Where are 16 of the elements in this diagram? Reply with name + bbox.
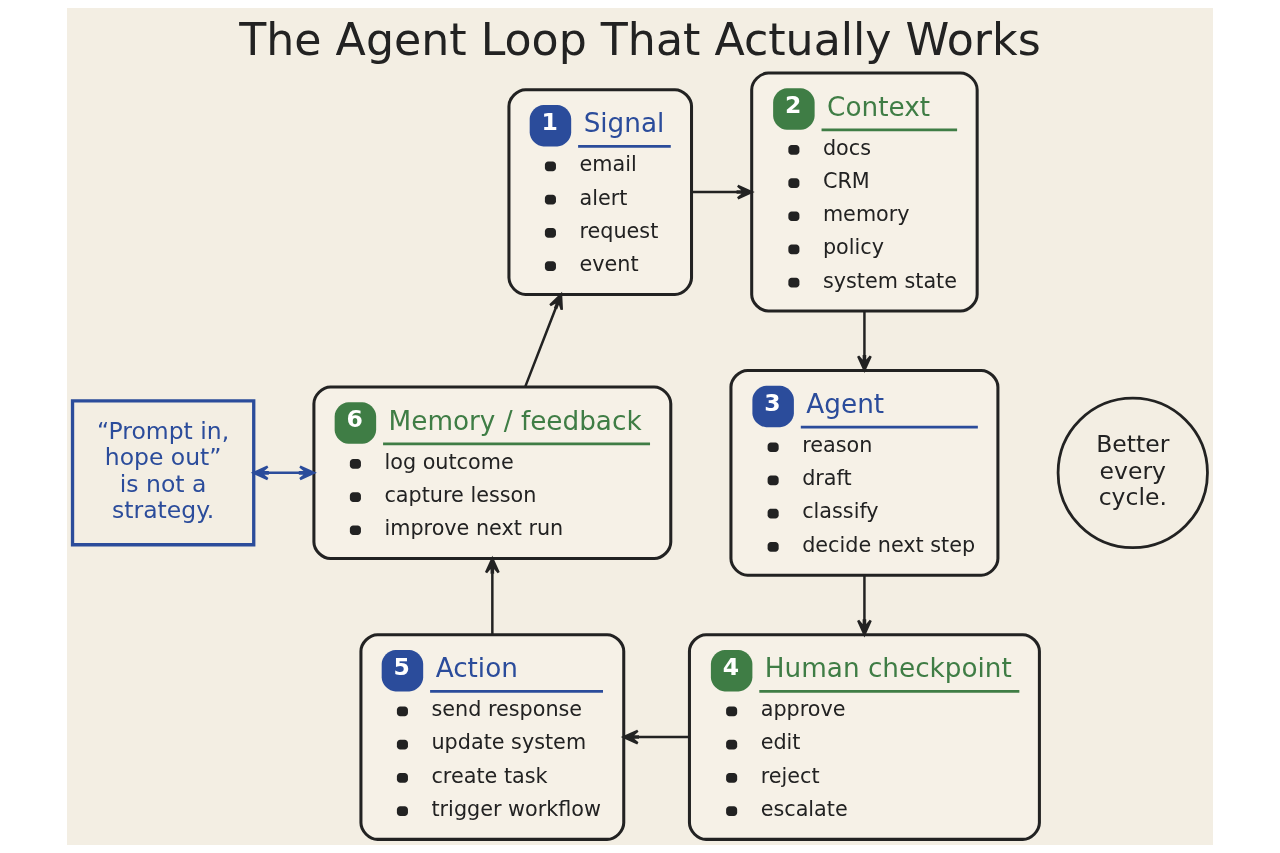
node-box: 1 Signal email alert request event <box>507 88 694 296</box>
node-circle: Better every cycle. <box>1056 396 1209 549</box>
arrow <box>691 184 753 200</box>
node-box: 5 Action send response update system create task trigger workflow <box>359 633 626 841</box>
node-box: 3 Agent reason draft classify decide next step <box>729 368 1000 577</box>
arrow <box>252 465 316 481</box>
node-box: 2 Context docs CRM memory policy system state <box>750 71 979 313</box>
node-box: 4 Human checkpoint approve edit reject escalate <box>687 633 1041 841</box>
arrow <box>622 729 690 745</box>
diagram-title: The Agent Loop That Actually Works <box>239 13 1041 65</box>
arrow <box>856 575 872 636</box>
node-box: 6 Memory / feedback log outcome capture lesson improve next run <box>312 385 673 561</box>
arrow <box>856 311 872 372</box>
arrow <box>524 293 564 388</box>
arrow <box>484 557 500 635</box>
node-box: “Prompt in, hope out” is not a strategy. <box>70 399 256 547</box>
